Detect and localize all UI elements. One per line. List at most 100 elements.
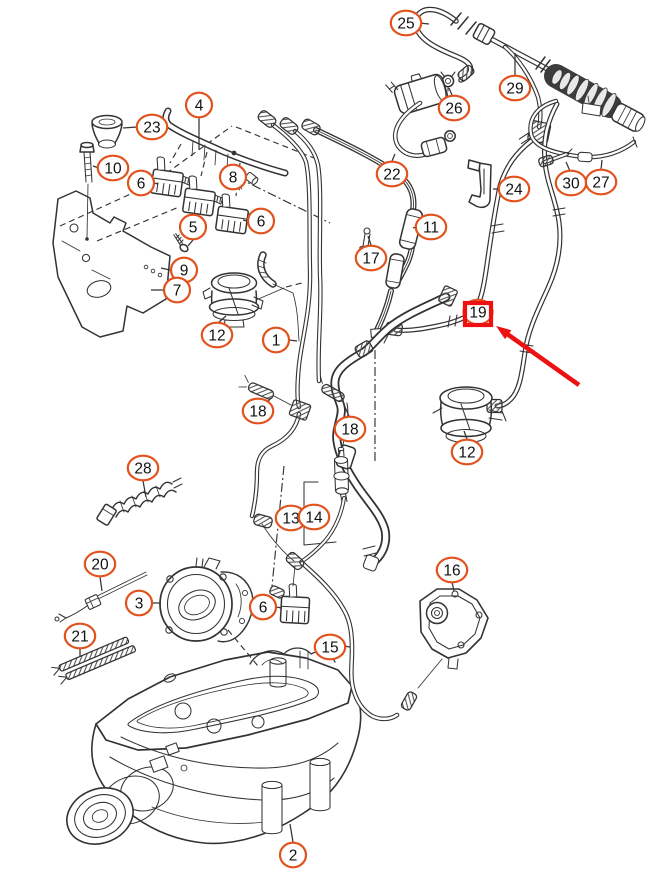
callout-circle[interactable]	[135, 113, 169, 141]
callout-24[interactable]: 24	[497, 175, 531, 203]
callout-circle[interactable]	[435, 556, 469, 584]
callout-5[interactable]: 5	[178, 213, 208, 241]
highlight-annotation: 19	[462, 298, 581, 387]
callout-circle[interactable]	[246, 207, 276, 235]
callout-circle[interactable]	[437, 94, 471, 122]
callout-circle[interactable]	[497, 175, 531, 203]
callout-number: 21	[71, 628, 88, 645]
mounting-bracket	[52, 190, 171, 338]
callout-leader	[344, 406, 350, 417]
callout-circle[interactable]	[414, 213, 448, 241]
callout-number: 10	[104, 160, 122, 177]
callout-number: 7	[173, 282, 182, 299]
callout-circle[interactable]	[248, 593, 278, 621]
callout-circle[interactable]	[297, 503, 331, 531]
callout-21[interactable]: 21	[63, 622, 97, 650]
callout-20[interactable]: 20	[83, 550, 117, 578]
highlight-box	[462, 300, 494, 328]
hose-elbow	[257, 251, 300, 342]
callout-circle[interactable]	[184, 91, 214, 119]
vacuum-hose-25	[412, 6, 475, 83]
cap-nut	[244, 172, 259, 185]
callout-circle[interactable]	[261, 326, 291, 354]
callout-circle[interactable]	[278, 841, 308, 869]
callout-circle[interactable]	[584, 168, 618, 196]
callout-26[interactable]: 26	[437, 94, 471, 122]
callout-circle[interactable]	[63, 622, 97, 650]
callout-leader	[463, 430, 468, 440]
callout-22[interactable]: 22	[375, 160, 409, 188]
callout-number: 20	[91, 556, 109, 573]
throttle-body	[159, 557, 254, 643]
callout-10[interactable]: 10	[96, 154, 130, 182]
callout-18[interactable]: 18	[333, 415, 367, 443]
vacuum-distributor-tube	[162, 107, 289, 177]
callout-25[interactable]: 25	[389, 9, 423, 37]
callout-23[interactable]: 23	[135, 113, 169, 141]
callout-15[interactable]: 15	[313, 633, 347, 661]
callout-circle[interactable]	[200, 321, 234, 349]
callout-7[interactable]: 7	[162, 276, 192, 304]
combi-valve	[202, 272, 303, 328]
callout-circle[interactable]	[126, 169, 156, 197]
callout-leader	[160, 267, 171, 271]
callout-circle[interactable]	[96, 154, 130, 182]
callout-circle[interactable]	[313, 633, 347, 661]
callout-circle[interactable]	[333, 415, 367, 443]
callout-17[interactable]: 17	[354, 244, 388, 272]
callout-16[interactable]: 16	[435, 556, 469, 584]
callout-28[interactable]: 28	[126, 454, 160, 482]
callout-4[interactable]: 4	[184, 91, 214, 119]
callout-circle[interactable]	[450, 438, 484, 466]
callout-circle[interactable]	[83, 550, 117, 578]
callout-circle[interactable]	[178, 213, 208, 241]
hose-22-upper	[392, 100, 456, 158]
banjo-fitting	[420, 136, 448, 158]
rubber-grommet	[91, 114, 123, 149]
callout-number: 14	[305, 509, 323, 526]
callout-11[interactable]: 11	[414, 213, 448, 241]
callout-14[interactable]: 14	[297, 503, 331, 531]
check-valve	[303, 446, 350, 546]
tee-fitting	[288, 399, 312, 421]
callout-circle[interactable]	[126, 454, 160, 482]
callout-circle[interactable]	[162, 276, 192, 304]
callout-27[interactable]: 27	[584, 168, 618, 196]
callout-circle[interactable]	[375, 160, 409, 188]
callout-number: 24	[505, 181, 523, 198]
callout-8[interactable]: 8	[218, 163, 248, 191]
callout-leader	[451, 581, 455, 592]
callout-circle[interactable]	[241, 397, 275, 425]
callout-6[interactable]: 6	[248, 593, 278, 621]
callout-12[interactable]: 12	[200, 321, 234, 349]
callout-1[interactable]: 1	[261, 326, 291, 354]
hose-end-fitting	[279, 117, 299, 135]
callout-3[interactable]: 3	[124, 589, 154, 617]
solenoid-valve	[150, 156, 192, 198]
highlight-arrow-head	[496, 326, 512, 340]
callout-circle[interactable]	[354, 244, 388, 272]
callout-leader	[448, 87, 453, 96]
callout-29[interactable]: 29	[498, 74, 532, 102]
callout-circle[interactable]	[218, 163, 248, 191]
callout-12[interactable]: 12	[450, 438, 484, 466]
callout-2[interactable]: 2	[278, 841, 308, 869]
highlighted-callout-number: 19	[469, 304, 486, 321]
callout-leader	[289, 823, 294, 843]
callout-30[interactable]: 30	[554, 169, 588, 197]
callout-leader	[600, 159, 603, 171]
cable-tie-20	[54, 571, 148, 623]
callout-6[interactable]: 6	[126, 169, 156, 197]
callout-18[interactable]: 18	[241, 397, 275, 425]
callout-number: 15	[321, 639, 338, 656]
callout-circle[interactable]	[124, 589, 154, 617]
callout-circle[interactable]	[389, 9, 423, 37]
callout-circle[interactable]	[498, 74, 532, 102]
callout-number: 22	[383, 166, 400, 183]
solenoid-valve	[279, 583, 311, 625]
callout-number: 6	[137, 175, 146, 192]
callout-number: 17	[362, 250, 379, 267]
callout-6[interactable]: 6	[246, 207, 276, 235]
hose-sleeve	[385, 253, 405, 289]
callout-leader	[218, 315, 227, 323]
